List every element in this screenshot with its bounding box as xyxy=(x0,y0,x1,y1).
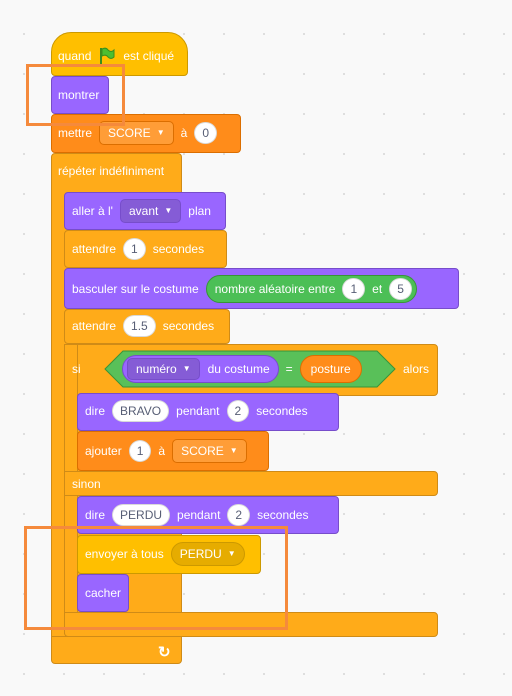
dropdown-arrow-icon: ▼ xyxy=(156,128,165,137)
when-flag-clicked-block[interactable] xyxy=(51,32,188,76)
go-to-label: aller à l' xyxy=(72,204,113,218)
wait-block-1[interactable] xyxy=(64,230,227,268)
say-seconds-input[interactable]: 2 xyxy=(226,400,250,422)
equals-label: = xyxy=(285,362,293,376)
random-label: nombre aléatoire entre xyxy=(214,282,336,296)
when-flag-clicked-row: quand est cliqué xyxy=(58,47,174,65)
to-label: à xyxy=(180,126,188,140)
switch-costume-row: basculer sur le costume nombre aléatoire… xyxy=(72,275,417,303)
wait-seconds-input[interactable]: 1.5 xyxy=(123,315,156,337)
say-label: dire xyxy=(85,404,106,418)
set-variable-row: mettre SCORE▼ à 0 xyxy=(58,121,217,145)
say-perdu-row: dire PERDU pendant 2 secondes xyxy=(85,504,308,526)
change-variable-row: ajouter 1 à SCORE▼ xyxy=(85,439,247,463)
random-to-input[interactable]: 5 xyxy=(389,278,412,300)
costume-suffix: du costume xyxy=(207,362,270,376)
say-text-input[interactable]: PERDU xyxy=(112,504,171,526)
hide-label-row: cacher xyxy=(85,586,121,600)
equals-row: numéro▼ du costume = posture xyxy=(122,355,362,383)
then-label-row: alors xyxy=(403,362,429,376)
dropdown-arrow-icon: ▼ xyxy=(164,206,173,215)
when-label: quand xyxy=(58,49,92,63)
dropdown-arrow-icon: ▼ xyxy=(229,446,238,455)
wait-row-1: attendre 1 secondes xyxy=(72,238,204,260)
switch-costume-label: basculer sur le costume xyxy=(72,282,199,296)
forever-bottom-bar xyxy=(51,636,182,664)
posture-variable-reporter[interactable]: posture xyxy=(299,355,362,383)
say-bravo-row: dire BRAVO pendant 2 secondes xyxy=(85,400,308,422)
variable-dropdown[interactable]: SCORE▼ xyxy=(99,121,174,145)
say-label: dire xyxy=(85,508,106,522)
costume-number-reporter[interactable]: numéro▼ du costume xyxy=(122,355,279,383)
wait-label: attendre xyxy=(72,242,117,256)
broadcast-row: envoyer à tous PERDU▼ xyxy=(85,542,245,566)
seconds-label: secondes xyxy=(257,508,309,522)
forever-label: répéter indéfiniment xyxy=(58,164,165,178)
dropdown-arrow-icon: ▼ xyxy=(182,364,191,373)
seconds-label: secondes xyxy=(162,319,215,333)
if-row: si xyxy=(72,362,81,376)
to-label: à xyxy=(158,444,166,458)
change-value-input[interactable]: 1 xyxy=(128,440,152,462)
else-label-row: sinon xyxy=(72,477,101,491)
change-label: ajouter xyxy=(85,444,122,458)
layer-suffix: plan xyxy=(188,204,211,218)
set-label: mettre xyxy=(58,126,93,140)
go-to-layer-row: aller à l' avant▼ plan xyxy=(72,199,211,223)
then-label: alors xyxy=(403,362,430,376)
say-seconds-input[interactable]: 2 xyxy=(227,504,251,526)
show-block[interactable] xyxy=(51,76,109,114)
broadcast-label: envoyer à tous xyxy=(85,547,164,561)
dropdown-arrow-icon: ▼ xyxy=(227,549,236,558)
set-value-input[interactable]: 0 xyxy=(194,122,217,144)
green-flag-icon xyxy=(100,47,115,64)
variable-dropdown[interactable]: SCORE▼ xyxy=(172,439,247,463)
flag-clicked-label: est cliqué xyxy=(123,49,175,63)
seconds-label: secondes xyxy=(152,242,205,256)
random-from-input[interactable]: 1 xyxy=(342,278,366,300)
wait-label: attendre xyxy=(72,319,117,333)
if-label: si xyxy=(72,362,81,376)
else-label: sinon xyxy=(72,477,101,491)
random-number-reporter[interactable]: nombre aléatoire entre 1 et 5 xyxy=(205,275,417,303)
say-text-input[interactable]: BRAVO xyxy=(112,400,170,422)
layer-dropdown[interactable]: avant▼ xyxy=(119,199,182,223)
else-bar xyxy=(64,471,438,496)
broadcast-message-dropdown[interactable]: PERDU▼ xyxy=(170,542,245,566)
for-label: pendant xyxy=(176,404,220,418)
costume-property-dropdown[interactable]: numéro▼ xyxy=(127,358,200,380)
and-label: et xyxy=(372,282,383,296)
hide-label: cacher xyxy=(85,586,122,600)
seconds-label: secondes xyxy=(256,404,308,418)
if-else-bottom-bar xyxy=(64,612,438,637)
hide-block[interactable] xyxy=(77,574,129,612)
wait-seconds-input[interactable]: 1 xyxy=(123,238,146,260)
loop-arrow-icon: ↻ xyxy=(158,644,171,661)
show-label: montrer xyxy=(58,88,100,102)
for-label: pendant xyxy=(177,508,221,522)
wait-row-2: attendre 1.5 secondes xyxy=(72,315,214,337)
